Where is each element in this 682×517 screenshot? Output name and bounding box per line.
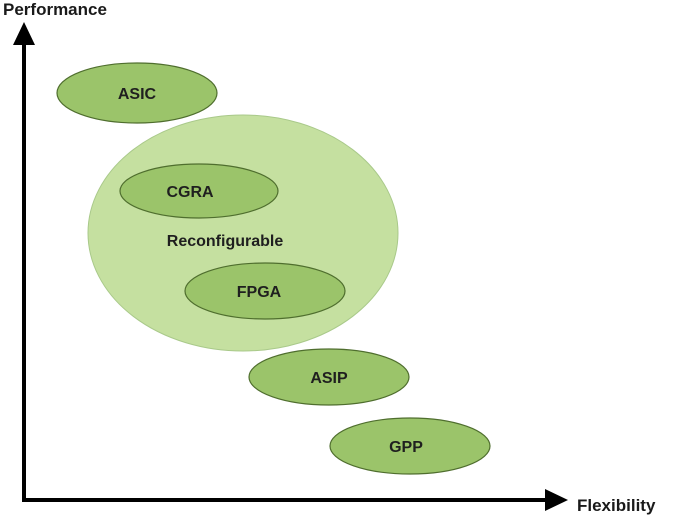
reconfigurable-label: Reconfigurable — [167, 233, 284, 250]
x-axis-label: Flexibility — [577, 496, 656, 515]
y-axis-arrowhead — [13, 22, 35, 45]
node-asip-label: ASIP — [310, 370, 348, 387]
node-asip-shape — [248, 348, 410, 406]
node-gpp-label: GPP — [389, 439, 423, 456]
node-gpp-shape — [329, 417, 491, 475]
node-asic-shape — [56, 62, 218, 124]
node-asip: ASIP — [248, 348, 410, 406]
node-gpp: GPP — [329, 417, 491, 475]
node-cgra: CGRA — [119, 163, 279, 219]
axes: Performance Flexibility — [3, 0, 656, 515]
node-cgra-label: CGRA — [166, 184, 214, 201]
y-axis-label: Performance — [3, 0, 107, 19]
node-fpga: FPGA — [184, 262, 346, 320]
node-cgra-shape — [119, 163, 279, 219]
node-fpga-shape — [184, 262, 346, 320]
x-axis-arrowhead — [545, 489, 568, 511]
node-fpga-label: FPGA — [237, 284, 282, 301]
node-asic: ASIC — [56, 62, 218, 124]
node-asic-label: ASIC — [118, 86, 157, 103]
